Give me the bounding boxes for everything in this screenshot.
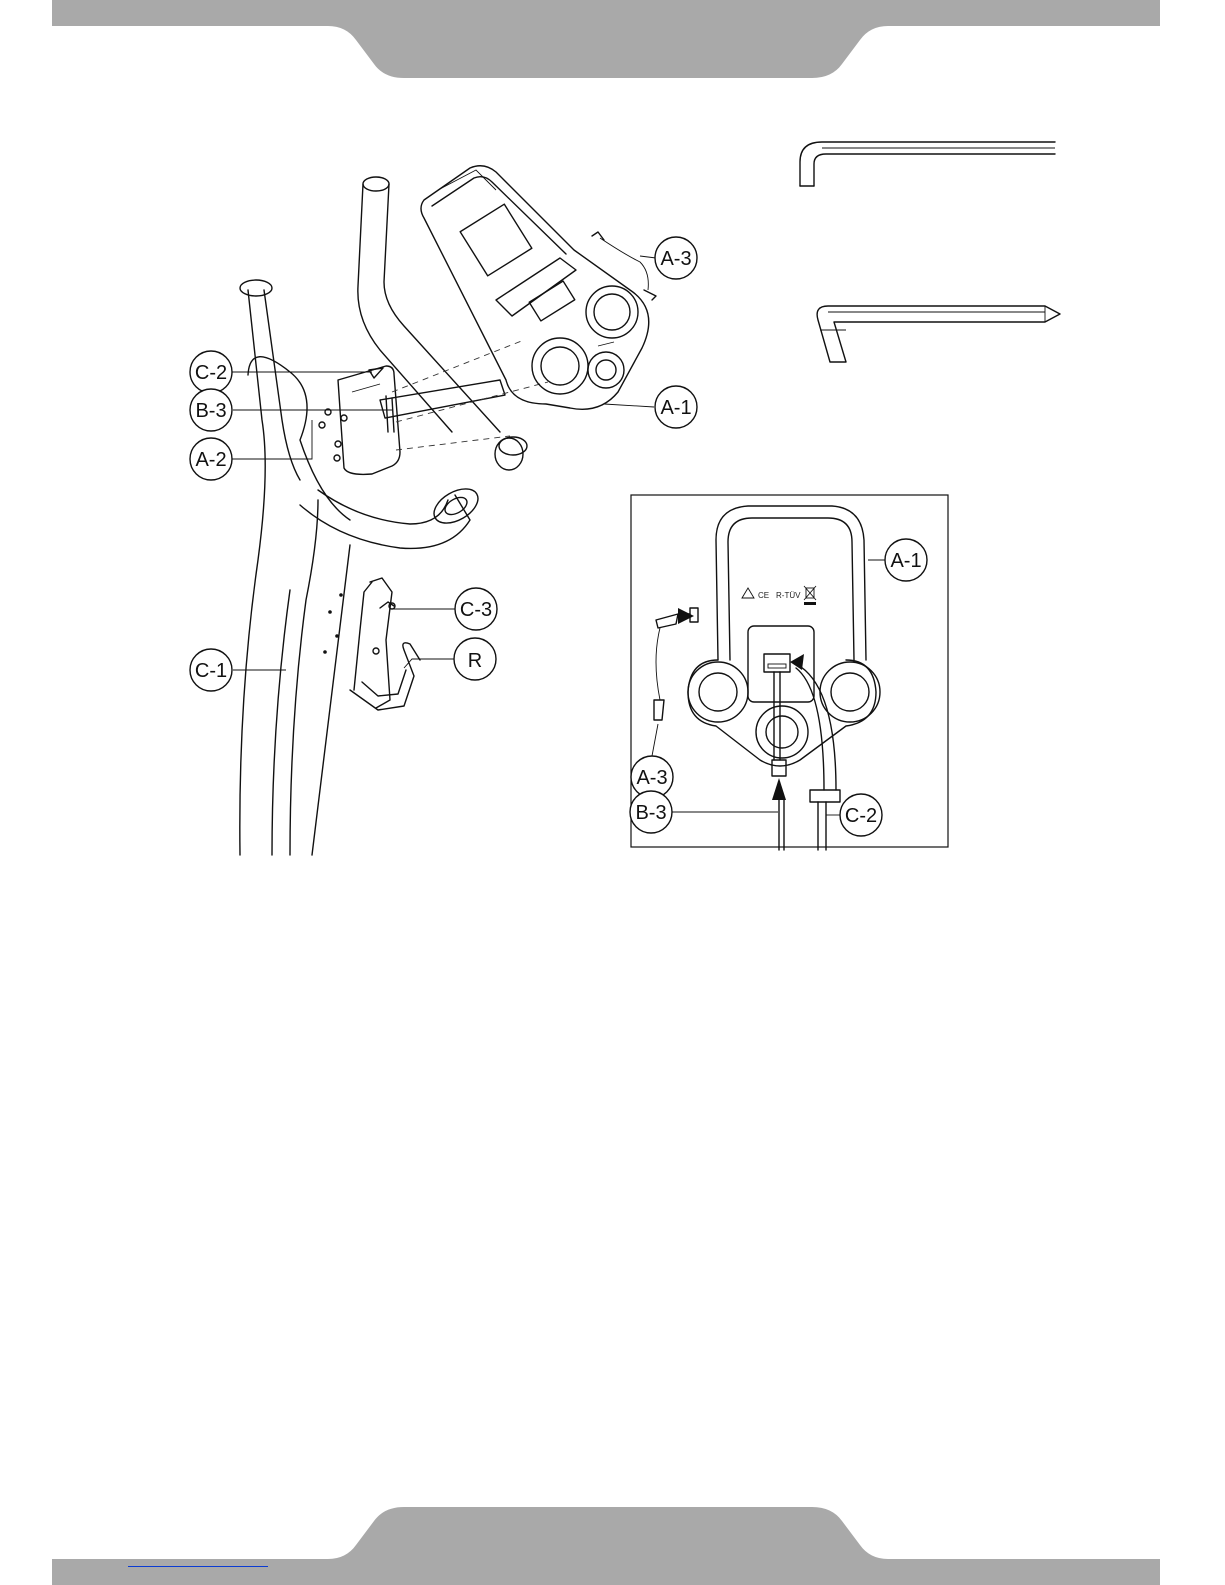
console-front (421, 166, 656, 410)
callout-c3: C-3 (455, 588, 497, 630)
svg-text:C-1: C-1 (195, 660, 227, 682)
svg-text:R: R (468, 650, 482, 672)
svg-text:A-1: A-1 (890, 550, 921, 572)
svg-text:CE: CE (758, 591, 769, 600)
callout-a3: A-3 (655, 237, 697, 279)
callout-b3: B-3 (190, 389, 232, 431)
callout-a1: A-1 (655, 386, 697, 428)
callout-a2: A-2 (190, 438, 232, 480)
svg-text:C-3: C-3 (460, 599, 492, 621)
callout-b3-detail: B-3 (630, 791, 672, 833)
mounting-plate (319, 340, 548, 474)
callout-c2-detail: C-2 (840, 794, 882, 836)
allen-key-icon (800, 142, 1055, 186)
svg-text:A-3: A-3 (636, 767, 667, 789)
callout-c2: C-2 (190, 351, 232, 393)
svg-text:A-1: A-1 (660, 397, 691, 419)
svg-text:A-2: A-2 (195, 449, 226, 471)
callout-r: R (454, 638, 496, 680)
bottle-holder (350, 578, 420, 710)
svg-text:C-2: C-2 (195, 362, 227, 384)
callout-c1: C-1 (190, 649, 232, 691)
svg-text:B-3: B-3 (635, 802, 666, 824)
svg-text:B-3: B-3 (195, 400, 226, 422)
leader-lines (232, 256, 656, 670)
svg-text:R-TÜV: R-TÜV (776, 591, 801, 600)
screwdriver-key-icon (817, 306, 1060, 362)
svg-text:A-3: A-3 (660, 248, 691, 270)
detail-inset: CE R-TÜV A-1 A-3 B-3 C-2 (630, 495, 948, 850)
callout-a1-detail: A-1 (885, 539, 927, 581)
frame-post (240, 177, 527, 855)
svg-text:C-2: C-2 (845, 805, 877, 827)
